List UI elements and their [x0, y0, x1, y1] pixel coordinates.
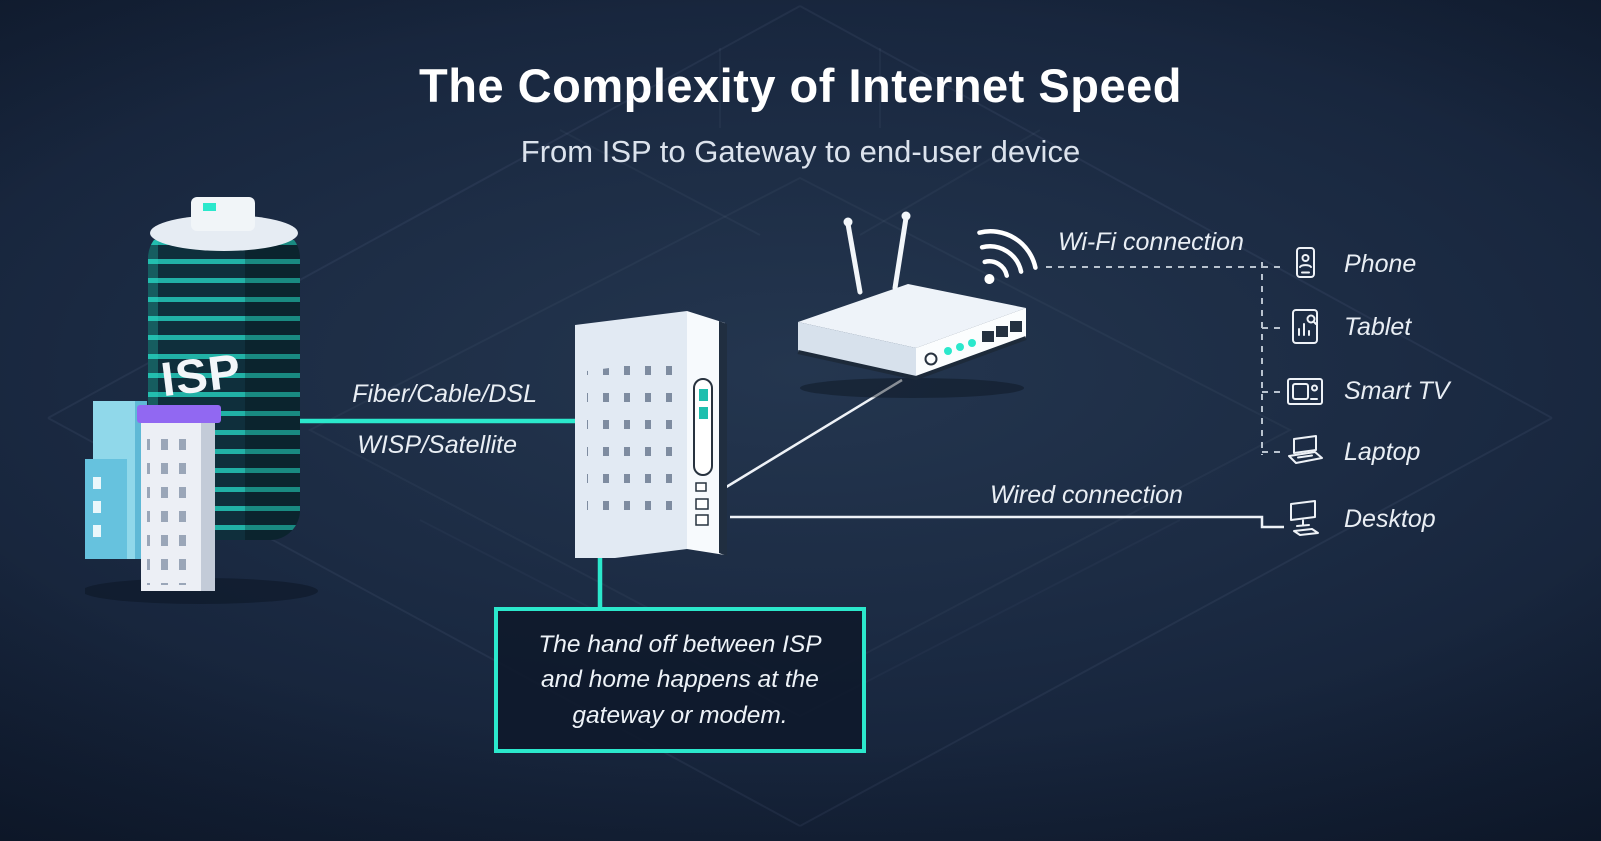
router-shadow	[800, 378, 1024, 398]
modem-dark-edge	[719, 321, 727, 556]
router-antennas	[845, 215, 909, 295]
modem-indicator-2	[699, 407, 708, 419]
antenna-tip-1	[843, 217, 853, 227]
device-label: Laptop	[1344, 437, 1421, 466]
isp-tower: ISP	[148, 197, 300, 540]
phone-icon	[1296, 247, 1315, 278]
router-ports	[982, 321, 1022, 342]
page-title: The Complexity of Internet Speed	[419, 59, 1182, 112]
modem-vent-dots	[587, 359, 675, 527]
device-row-smart-tv: Smart TV	[1282, 368, 1450, 414]
device-label: Smart TV	[1344, 376, 1450, 405]
wisp-link-label: WISP/Satellite	[357, 431, 517, 459]
antenna-tip-2	[901, 211, 911, 221]
device-row-phone: Phone	[1282, 241, 1416, 287]
device-row-laptop: Laptop	[1282, 429, 1420, 475]
wifi-connection-label: Wi-Fi connection	[1058, 228, 1244, 256]
wired-connection-label: Wired connection	[990, 481, 1183, 509]
desktop-icon	[1290, 500, 1319, 536]
modem-illustration	[575, 311, 727, 558]
fiber-link-label: Fiber/Cable/DSL	[352, 380, 537, 408]
router-base-edge	[797, 336, 1027, 381]
laptop-icon	[1288, 435, 1323, 464]
page-subtitle: From ISP to Gateway to end-user device	[520, 134, 1081, 169]
modem-port-3	[695, 514, 709, 526]
isp-building-illustration: ISP	[85, 197, 318, 604]
modem-indicator-1	[699, 389, 708, 401]
wifi-dashed-lines	[1046, 262, 1284, 455]
modem-port-2	[695, 498, 709, 510]
isp-label: ISP	[158, 345, 244, 407]
tablet-icon	[1292, 309, 1318, 344]
device-row-desktop: Desktop	[1282, 496, 1436, 542]
modem-side-slot	[693, 378, 713, 476]
router-power-icon	[924, 352, 938, 366]
smart-tv-icon	[1287, 378, 1323, 405]
modem-port-1	[695, 482, 707, 492]
device-label: Desktop	[1344, 504, 1436, 533]
callout-text: The hand off between ISP and home happen…	[538, 630, 822, 729]
device-label: Tablet	[1344, 312, 1412, 341]
router-illustration	[797, 211, 1038, 398]
device-row-tablet: Tablet	[1282, 304, 1411, 350]
wired-connection-line	[730, 515, 1284, 529]
isp-small-buildings	[85, 401, 221, 591]
router-left-face	[798, 322, 916, 378]
wifi-signal-icon	[977, 229, 1038, 284]
callout-box: The hand off between ISP and home happen…	[494, 607, 866, 753]
router-status-lights	[944, 339, 976, 355]
router-top-face	[798, 284, 1026, 348]
device-label: Phone	[1344, 249, 1417, 278]
